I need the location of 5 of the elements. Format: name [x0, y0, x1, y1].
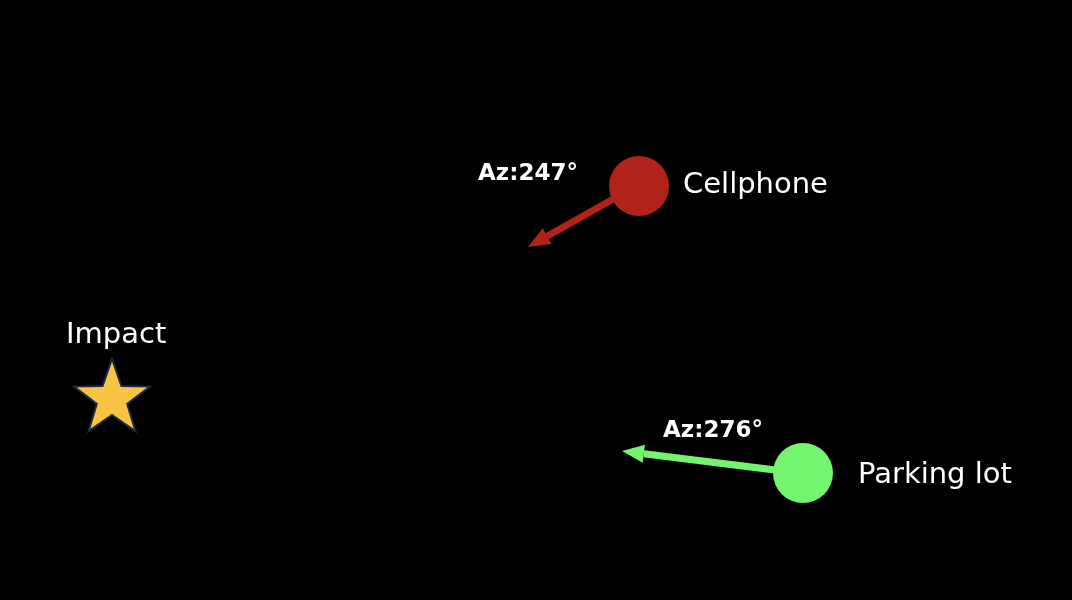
azimuth-label: Az:276° [663, 415, 763, 443]
place-label: Cellphone [683, 166, 828, 200]
azimuth-label: Az:247° [478, 158, 578, 186]
place-label: Parking lot [858, 456, 1012, 490]
place-label: Impact [66, 316, 167, 350]
